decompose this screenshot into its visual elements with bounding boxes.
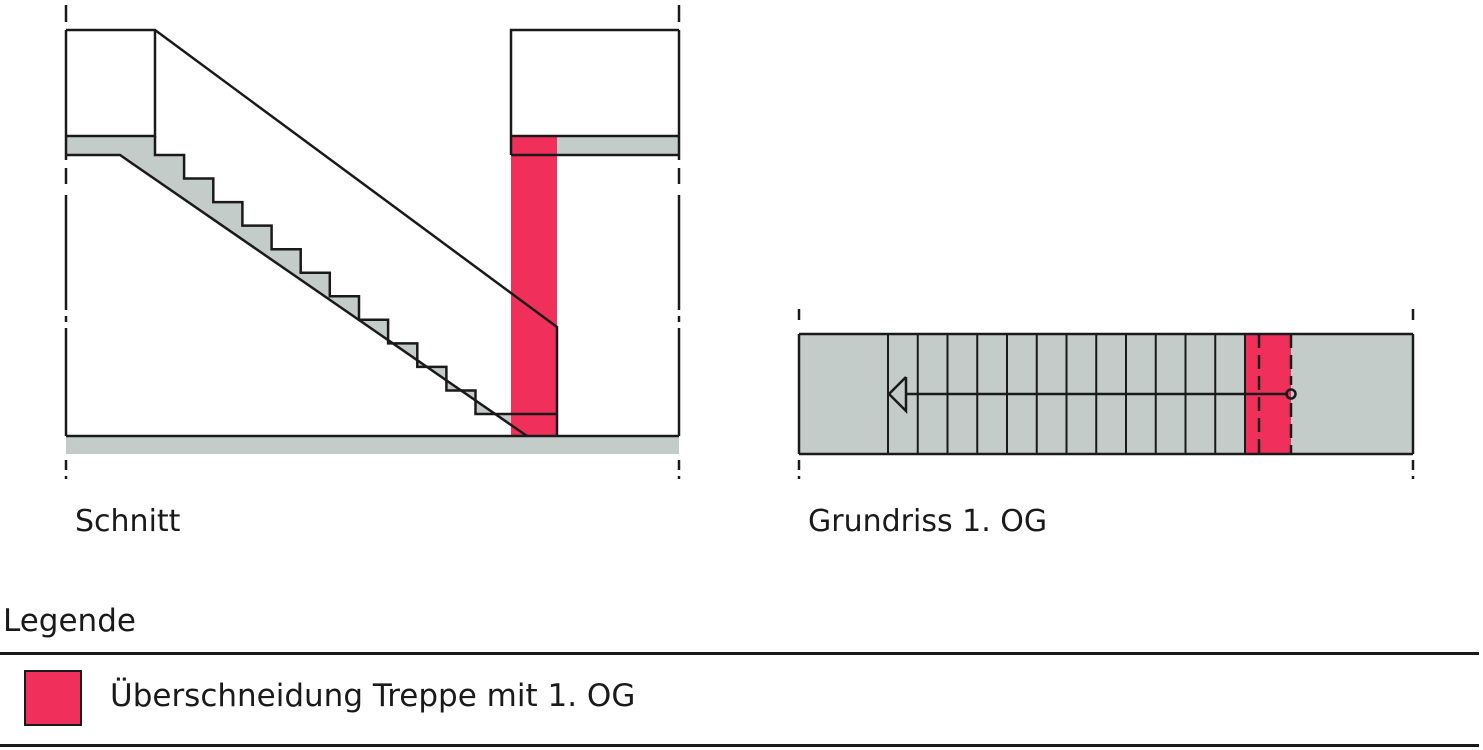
legend-rule-top: [0, 652, 1479, 655]
legend-title: Legende: [3, 603, 136, 639]
section-view: [64, 5, 681, 479]
legend-rule-bottom: [0, 744, 1479, 747]
section-caption: Schnitt: [75, 504, 181, 539]
stairwell-edge-left: [66, 30, 157, 138]
opening-edge-right: [509, 28, 679, 155]
stair-steps-outline: [153, 136, 557, 416]
handrail-line: [66, 28, 559, 436]
ground-floor-slab: [66, 436, 679, 454]
upper-floor-slab-right: [557, 136, 679, 155]
stair-flight-slab: [120, 155, 557, 436]
plan-caption: Grundriss 1. OG: [808, 504, 1048, 539]
walking-line-start-dot: [1285, 388, 1297, 400]
stair-soffit-line: [66, 153, 528, 438]
overlap-zone-section: [511, 136, 557, 436]
plan-view: [797, 309, 1415, 479]
legend-label-overlap: Überschneidung Treppe mit 1. OG: [110, 678, 636, 714]
upper-floor-slab-left: [66, 136, 155, 155]
legend-swatch-overlap: [24, 670, 82, 726]
walking-line-arrowhead: [887, 376, 908, 415]
